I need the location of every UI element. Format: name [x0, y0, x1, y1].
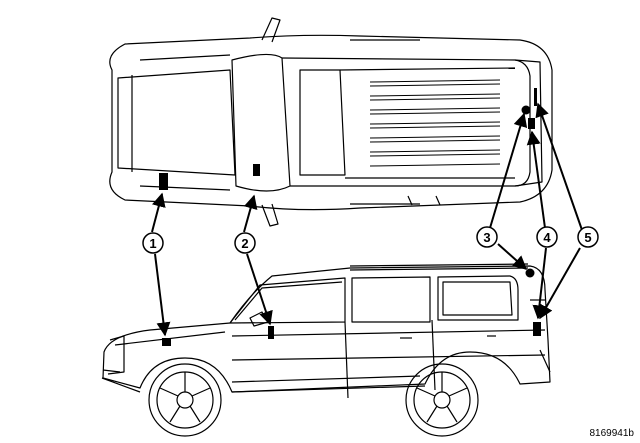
top-label-1-marker: [159, 173, 168, 190]
figure-reference-code: 8169941b: [589, 428, 635, 439]
side-label-4-marker: [533, 322, 541, 336]
callout-5: 5: [577, 226, 599, 248]
side-label-1-marker: [162, 338, 171, 346]
leader-lines: [151, 102, 583, 337]
callout-1-label: 1: [149, 236, 156, 251]
callout-3: 3: [476, 226, 498, 248]
side-label-3-marker: [525, 268, 535, 278]
callout-4-label: 4: [543, 230, 551, 245]
callout-3-label: 3: [483, 230, 490, 245]
top-label-4-marker: [528, 118, 535, 129]
side-label-2-marker: [268, 326, 274, 339]
top-label-3-marker: [521, 105, 531, 115]
callout-4: 4: [536, 226, 558, 248]
front-wheel: [148, 363, 222, 437]
callout-1: 1: [142, 232, 164, 254]
callout-2-label: 2: [241, 236, 248, 251]
top-label-5-marker: [534, 88, 537, 106]
rear-wheel: [405, 363, 479, 437]
callout-5-label: 5: [584, 230, 591, 245]
side-view-vehicle: [101, 263, 551, 399]
top-view-vehicle: [109, 17, 553, 227]
top-label-2-marker: [253, 164, 260, 176]
callout-2: 2: [234, 232, 256, 254]
